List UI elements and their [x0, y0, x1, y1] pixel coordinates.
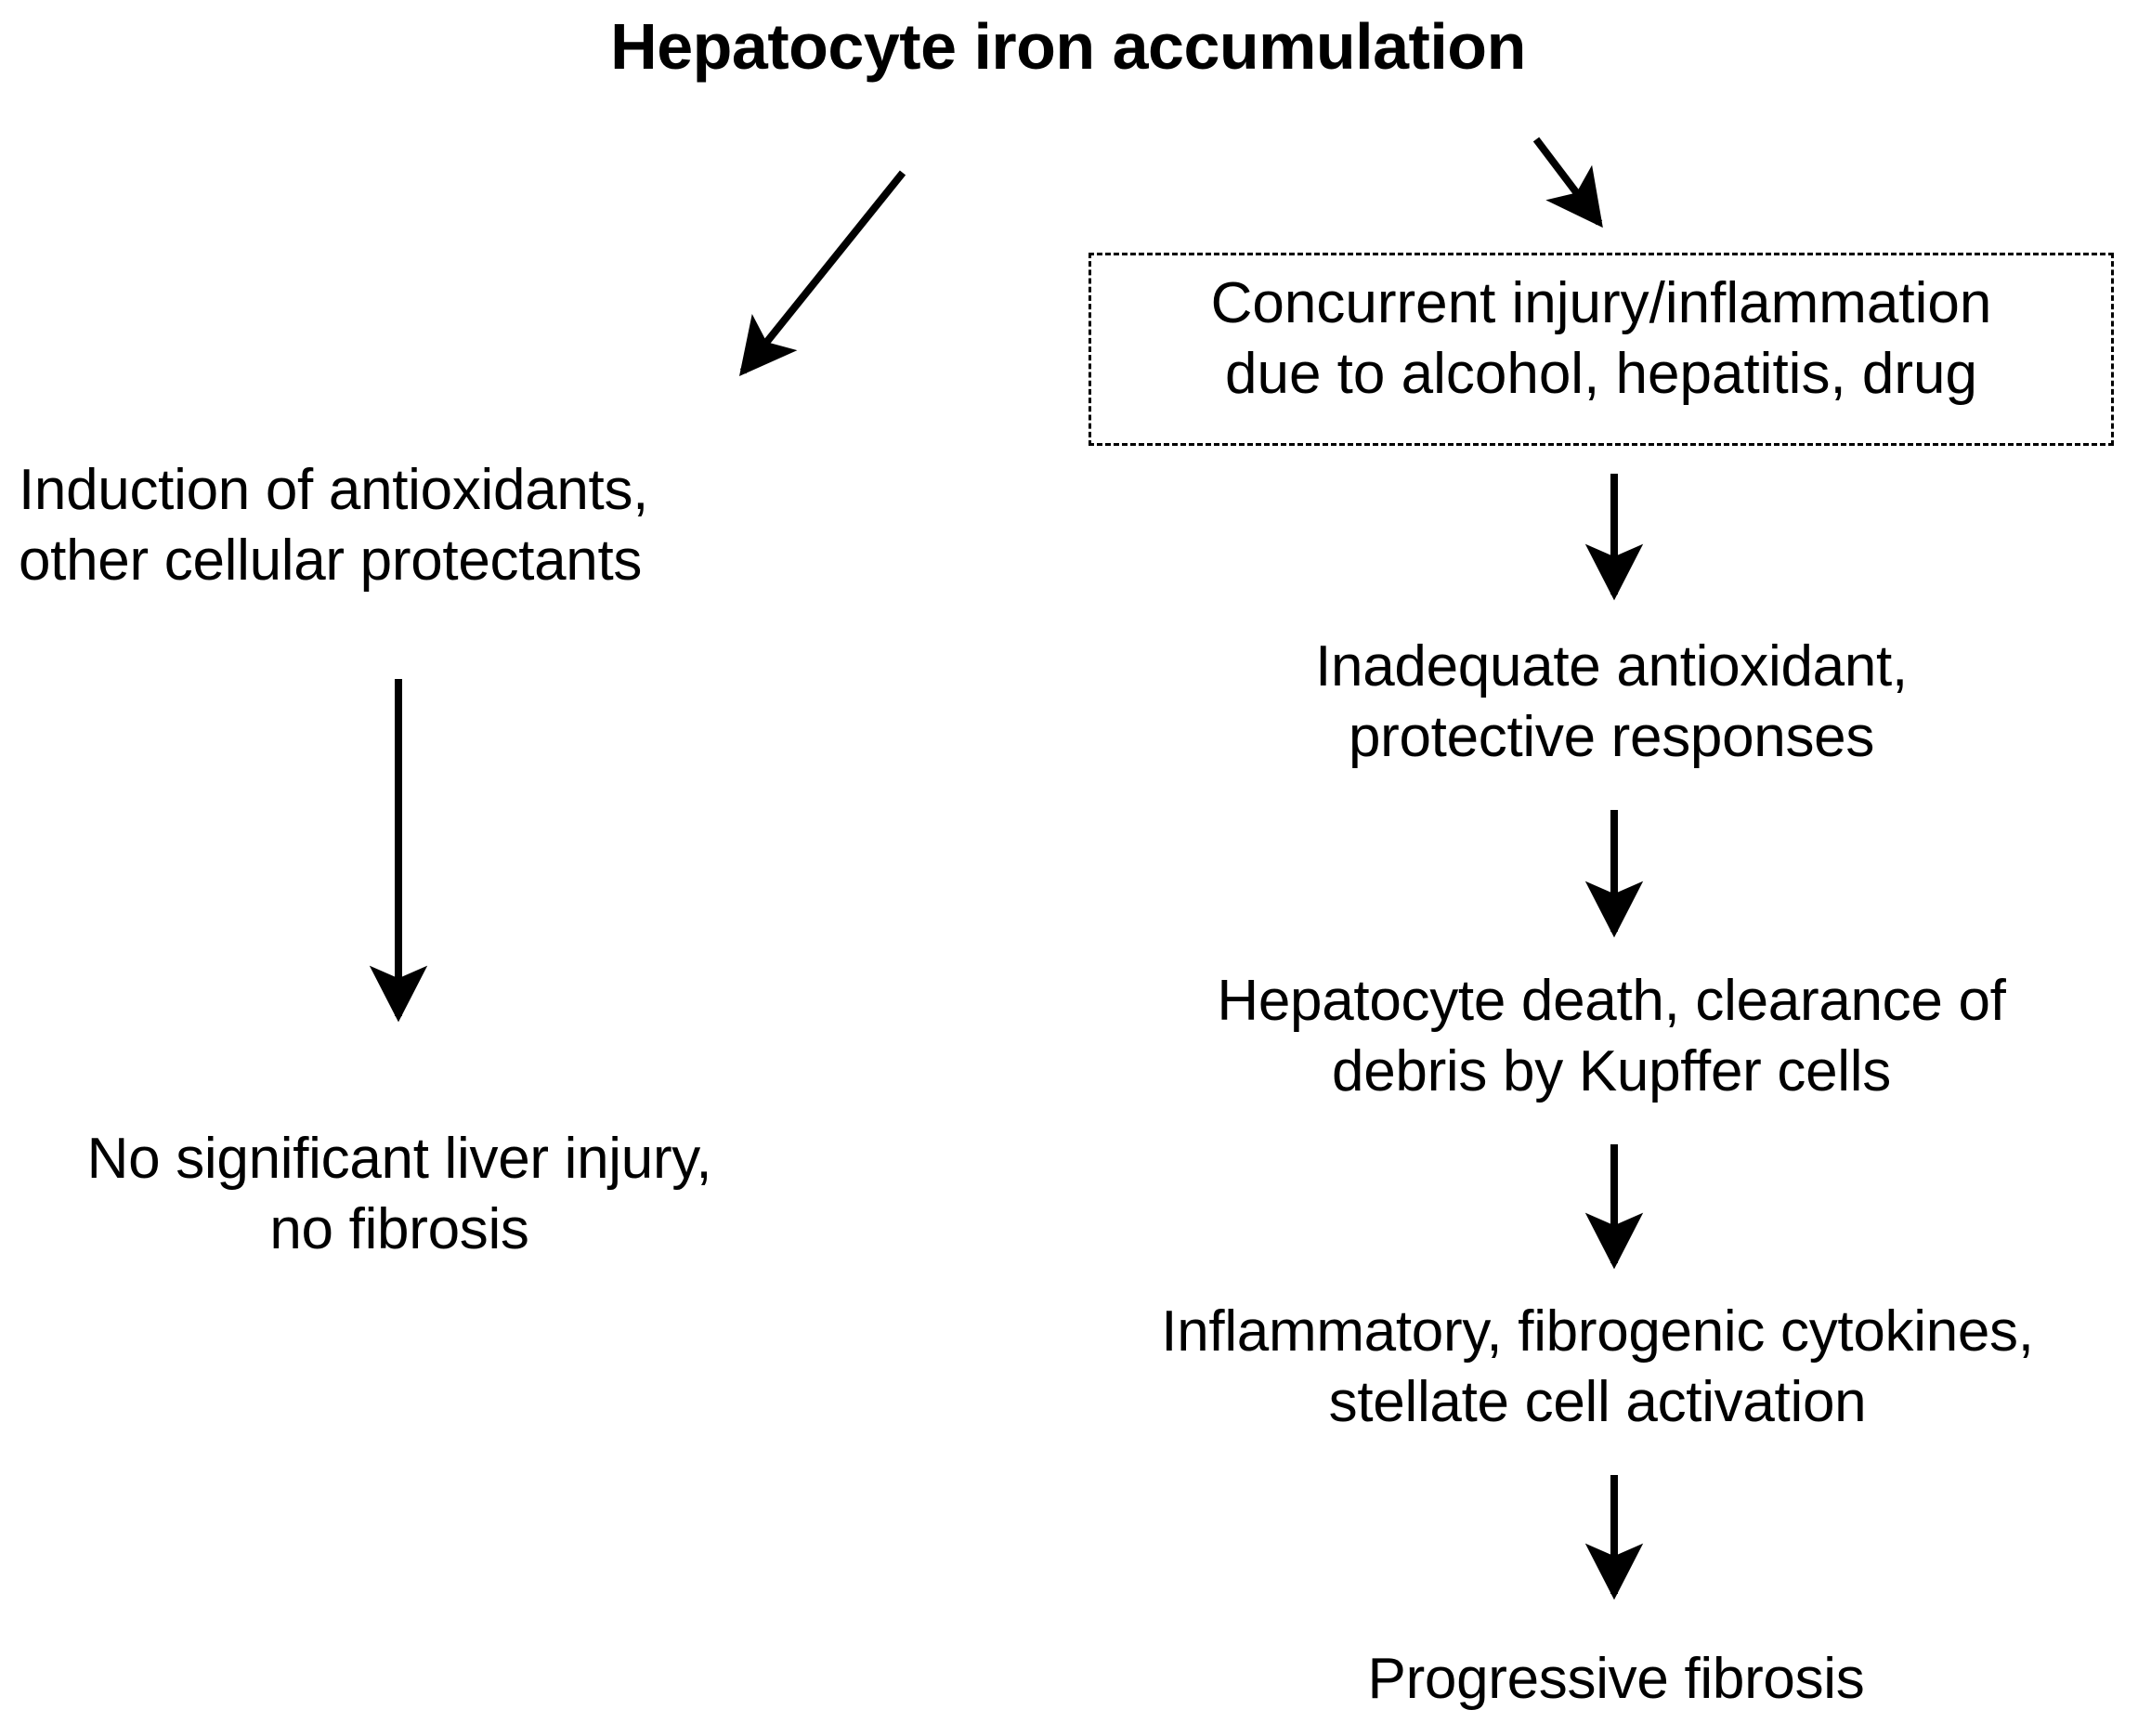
node-concurrent-injury-box: Concurrent injury/inflammation due to al… — [1089, 253, 2114, 446]
node-root-title: Hepatocyte iron accumulation — [610, 10, 1526, 83]
node-inadequate-antioxidant: Inadequate antioxidant, protective respo… — [1315, 634, 1908, 769]
node-hepatocyte-death: Hepatocyte death, clearance of debris by… — [1217, 969, 2006, 1103]
node-induction-of-antioxidants: Induction of antioxidants, other cellula… — [19, 458, 649, 593]
node-concurrent-injury-label: Concurrent injury/inflammation due to al… — [1210, 271, 1992, 406]
node-progressive-fibrosis: Progressive fibrosis — [1367, 1647, 1865, 1711]
edge-root-to-protective — [738, 170, 906, 376]
edge-root-to-concurrent — [1532, 137, 1603, 228]
node-inflammatory-cytokines: Inflammatory, fibrogenic cytokines, stel… — [1161, 1299, 2034, 1434]
node-no-significant-liver-injury: No significant liver injury, no fibrosis — [86, 1127, 712, 1261]
